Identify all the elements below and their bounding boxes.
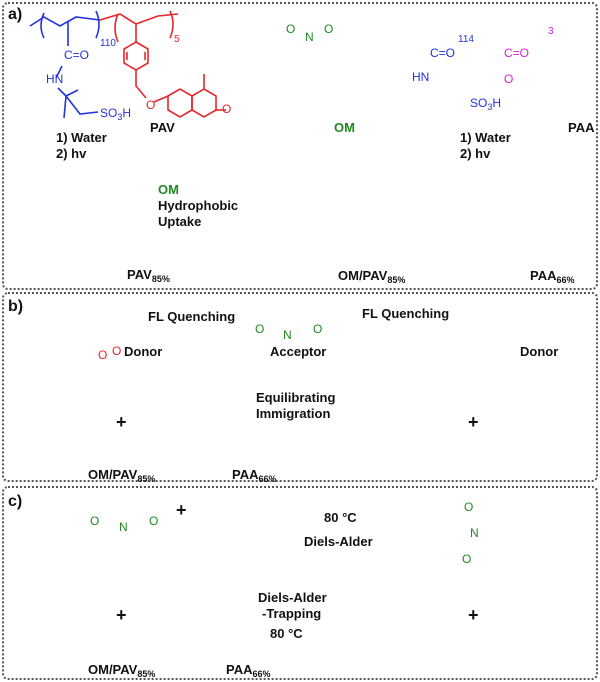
bracket-left — [40, 12, 45, 39]
particle-label-paa: PAA66% — [530, 268, 575, 285]
acceptor-label: Acceptor — [270, 344, 327, 359]
trap-line2: -Trapping — [262, 606, 322, 621]
particle-label-pav: PAV85% — [127, 267, 170, 284]
paa-carbonyl-blue: C=O — [430, 46, 456, 60]
da-label: Diels-Alder — [304, 534, 373, 549]
pav-sulfonic: SO3H — [100, 106, 132, 122]
plus-c2: + — [468, 605, 479, 625]
adduct-n: N — [470, 526, 479, 540]
uptake-line1: Hydrophobic — [158, 198, 239, 213]
adduct-o-top: O — [464, 500, 474, 514]
step-left-2: 2) hv — [56, 146, 87, 161]
fl-quenching-left: FL Quenching — [148, 309, 236, 324]
pav-structure — [29, 10, 226, 119]
paa-mag-repeat: 3 — [548, 26, 554, 37]
donor-right: Donor — [520, 344, 559, 359]
coumarin-o-keto: O — [112, 344, 122, 358]
maleimide-n: N — [119, 520, 128, 534]
paa-carbonyl-mag: C=O — [504, 46, 530, 60]
om-o-left: O — [286, 22, 296, 36]
pav-carbonyl: C=O — [64, 48, 90, 62]
step-right-1: 1) Water — [460, 130, 511, 145]
step-left-1: 1) Water — [56, 130, 107, 145]
uptake-reagent: OM — [158, 182, 179, 197]
paa-blue-repeat: 114 — [458, 34, 474, 45]
panel-b-label: b) — [8, 298, 24, 315]
pav-blue-repeat: 110 — [100, 38, 116, 49]
pav-name: PAV — [150, 120, 175, 135]
panel-a — [2, 2, 598, 290]
panel-a-label: a) — [8, 6, 23, 23]
pav-ether-o: O — [146, 98, 156, 112]
plus-c1: + — [116, 605, 127, 625]
maleimide-o-right: O — [149, 514, 159, 528]
acceptor-n: N — [283, 328, 292, 342]
equilibrate-line2: Immigration — [256, 406, 331, 421]
pav-amine: HN — [46, 72, 64, 86]
plus-c-top: + — [176, 500, 187, 520]
acceptor-o-right: O — [313, 322, 323, 336]
trap-line1: Diels-Alder — [258, 590, 327, 605]
pav-red-repeat: 5 — [174, 34, 180, 45]
da-temp: 80 °C — [324, 510, 357, 525]
paa-sulfonic: SO3H — [470, 96, 502, 112]
particle-label-b-paa: PAA66% — [232, 467, 277, 484]
pav-keto-o: O — [222, 102, 232, 116]
particle-label-om-pav: OM/PAV85% — [338, 268, 406, 285]
paa-name: PAA — [568, 120, 595, 135]
particle-label-c-om-pav: OM/PAV85% — [88, 662, 156, 679]
equilibrate-line1: Equilibrating — [256, 390, 336, 405]
donor-left: Donor — [124, 344, 163, 359]
plus-b1: + — [116, 412, 127, 432]
fl-quenching-right: FL Quenching — [362, 306, 450, 321]
panel-c-label: c) — [8, 493, 23, 510]
step-right-2: 2) hv — [460, 146, 491, 161]
om-n: N — [305, 30, 314, 44]
particle-label-b-om-pav: OM/PAV85% — [88, 467, 156, 484]
coumarin-o-ring: O — [98, 348, 108, 362]
acceptor-o-left: O — [255, 322, 265, 336]
panel-c — [2, 486, 598, 680]
plus-b2: + — [468, 412, 479, 432]
panel-b — [2, 292, 598, 482]
paa-ester-o: O — [504, 72, 514, 86]
paa-amine: HN — [412, 70, 430, 84]
om-name: OM — [334, 120, 355, 135]
om-o-right: O — [324, 22, 334, 36]
particle-label-c-paa: PAA66% — [226, 662, 271, 679]
uptake-line2: Uptake — [158, 214, 202, 229]
maleimide-o-left: O — [90, 514, 100, 528]
adduct-o-bottom: O — [462, 552, 472, 566]
trap-temp: 80 °C — [270, 626, 303, 641]
